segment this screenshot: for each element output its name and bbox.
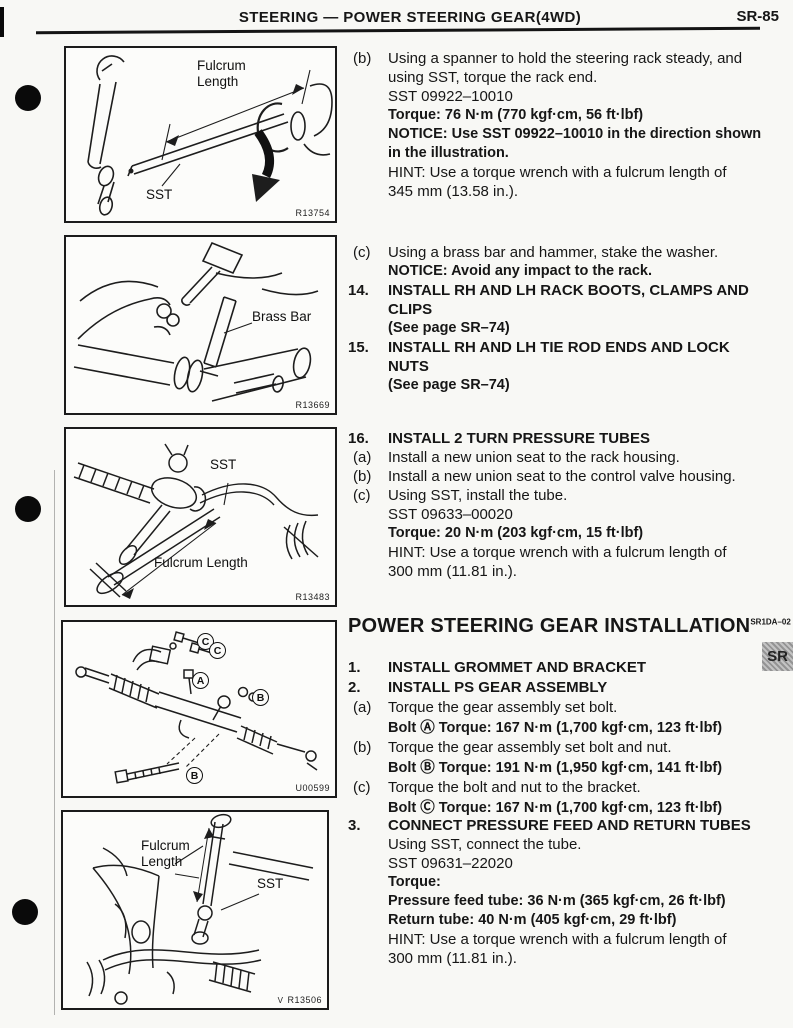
page-title: STEERING — POWER STEERING GEAR(4WD): [238, 9, 582, 26]
fulcrum-length-label: Fulcrum Length: [154, 555, 248, 570]
step-label: (b): [353, 739, 372, 756]
step-label: (c): [353, 244, 371, 261]
step-label: (a): [353, 449, 372, 466]
numbered-step-heading: 14.INSTALL RH AND LH RACK BOOTS, CLAMPS …: [348, 282, 749, 299]
section-title: POWER STEERING GEAR INSTALLATIONSR1DA–02: [348, 615, 791, 637]
sst-label: SST: [257, 876, 284, 891]
callout-b: B: [252, 689, 269, 706]
step-line: (c)Using SST, install the tube.: [353, 487, 568, 504]
binder-hole: [15, 496, 41, 522]
torque-spec-line: Torque: 76 N·m (770 kgf·cm, 56 ft·lbf): [388, 107, 644, 123]
numbered-step-heading: NUTS: [388, 358, 429, 375]
see-page-reference: (See page SR–74): [388, 320, 510, 336]
step-number: 1.: [348, 659, 361, 676]
figure-code-prefix: V: [277, 996, 284, 1005]
step-number: 16.: [348, 430, 369, 447]
scan-edge-mark: [0, 7, 4, 37]
callout-a: A: [192, 672, 209, 689]
step-line: Using SST, connect the tube.: [388, 836, 582, 853]
torque-spec-line: Torque:: [388, 874, 441, 890]
step-number: 14.: [348, 282, 369, 299]
step-number: 3.: [348, 817, 361, 834]
figure-gear-assembly-bolts: C C A B B U00599: [61, 620, 337, 798]
numbered-step-heading: 15.INSTALL RH AND LH TIE ROD ENDS AND LO…: [348, 339, 730, 356]
rack-tube-wrench-drawing: [73, 443, 319, 599]
step-3-block: 3.CONNECT PRESSURE FEED AND RETURN TUBES…: [345, 816, 775, 968]
figure-code: U00599: [295, 783, 330, 793]
torque-spec-line: Torque: 20 N·m (203 kgf·cm, 15 ft·lbf): [388, 525, 644, 541]
step-label: (a): [353, 699, 372, 716]
section-code: SR1DA–02: [750, 617, 791, 627]
numbered-step-heading: 16.INSTALL 2 TURN PRESSURE TUBES: [348, 430, 650, 447]
numbered-step-heading: CLIPS: [388, 301, 433, 318]
step-line: using SST, torque the rack end.: [388, 69, 598, 86]
callout-c: C: [209, 642, 226, 659]
hint-line: 345 mm (13.58 in.).: [388, 183, 519, 200]
brass-bar-drawing: [73, 241, 319, 402]
numbered-step-heading: 3.CONNECT PRESSURE FEED AND RETURN TUBES: [348, 817, 751, 834]
sst-label: SST: [146, 187, 173, 202]
brass-bar-label: Brass Bar: [252, 309, 312, 324]
step-label: (b): [353, 468, 372, 485]
see-page-reference: (See page SR–74): [388, 377, 510, 393]
figure-brass-bar-stake: Brass Bar R13669: [64, 235, 337, 415]
section-tab-sr: SR: [762, 642, 793, 671]
step-line: (a)Torque the gear assembly set bolt.: [353, 699, 618, 716]
figure-code: R13754: [295, 208, 330, 218]
step-label: (c): [353, 487, 371, 504]
callout-b: B: [186, 767, 203, 784]
torque-spec-line: Bolt Ⓐ Torque: 167 N·m (1,700 kgf·cm, 12…: [388, 720, 723, 736]
numbered-step-heading: 1.INSTALL GROMMET AND BRACKET: [348, 659, 647, 676]
notice-line: NOTICE: Use SST 09922–10010 in the direc…: [388, 126, 762, 142]
sst-label: SST: [210, 457, 237, 472]
scan-crease-line: [54, 470, 55, 1015]
sst-number-line: SST 09922–10010: [388, 88, 513, 105]
figure-code: R13483: [295, 592, 330, 602]
page-number: SR-85: [736, 8, 779, 25]
step-line: (c)Torque the bolt and nut to the bracke…: [353, 779, 641, 796]
notice-line: in the illustration.: [388, 145, 509, 161]
hint-line: HINT: Use a torque wrench with a fulcrum…: [388, 931, 727, 948]
step-number: 2.: [348, 679, 361, 696]
wrench-sst-drawing: [87, 55, 333, 216]
notice-line: NOTICE: Avoid any impact to the rack.: [388, 263, 653, 279]
step-label: (b): [353, 50, 372, 67]
torque-spec-line: Bolt Ⓒ Torque: 167 N·m (1,700 kgf·cm, 12…: [388, 800, 723, 816]
rack-assembly-drawing: [75, 631, 318, 784]
binder-hole: [12, 899, 38, 925]
hint-line: 300 mm (11.81 in.).: [388, 950, 517, 967]
header-rule: [35, 26, 761, 35]
torque-spec-line: Pressure feed tube: 36 N·m (365 kgf·cm, …: [388, 893, 726, 909]
step-c-14-15-block: (c)Using a brass bar and hammer, stake t…: [345, 243, 775, 395]
step-label: (c): [353, 779, 371, 796]
step-b-block: (b)Using a spanner to hold the steering …: [345, 49, 775, 201]
figure-pressure-tube-torque: SST Fulcrum Length R13483: [64, 427, 337, 607]
torque-spec-line: Bolt Ⓑ Torque: 191 N·m (1,950 kgf·cm, 14…: [388, 760, 723, 776]
step-line: (b)Using a spanner to hold the steering …: [353, 50, 743, 67]
binder-hole: [15, 85, 41, 111]
hint-line: HINT: Use a torque wrench with a fulcrum…: [388, 164, 727, 181]
step-line: (b)Install a new union seat to the contr…: [353, 468, 736, 485]
install-steps-block: 1.INSTALL GROMMET AND BRACKET 2.INSTALL …: [345, 658, 775, 818]
figure-code: R13669: [295, 400, 330, 410]
underbody-wrench-drawing: [86, 813, 314, 1005]
step-line: (c)Using a brass bar and hammer, stake t…: [353, 244, 719, 261]
numbered-step-heading: 2.INSTALL PS GEAR ASSEMBLY: [348, 679, 608, 696]
step-line: (b)Torque the gear assembly set bolt and…: [353, 739, 672, 756]
torque-spec-line: Return tube: 40 N·m (405 kgf·cm, 29 ft·l…: [388, 912, 677, 928]
step-line: (a)Install a new union seat to the rack …: [353, 449, 680, 466]
sst-number-line: SST 09633–00020: [388, 506, 513, 523]
hint-line: HINT: Use a torque wrench with a fulcrum…: [388, 544, 727, 561]
step-number: 15.: [348, 339, 369, 356]
hint-line: 300 mm (11.81 in.).: [388, 563, 517, 580]
step-16-block: 16.INSTALL 2 TURN PRESSURE TUBES (a)Inst…: [345, 429, 775, 581]
sst-number-line: SST 09631–22020: [388, 855, 513, 872]
